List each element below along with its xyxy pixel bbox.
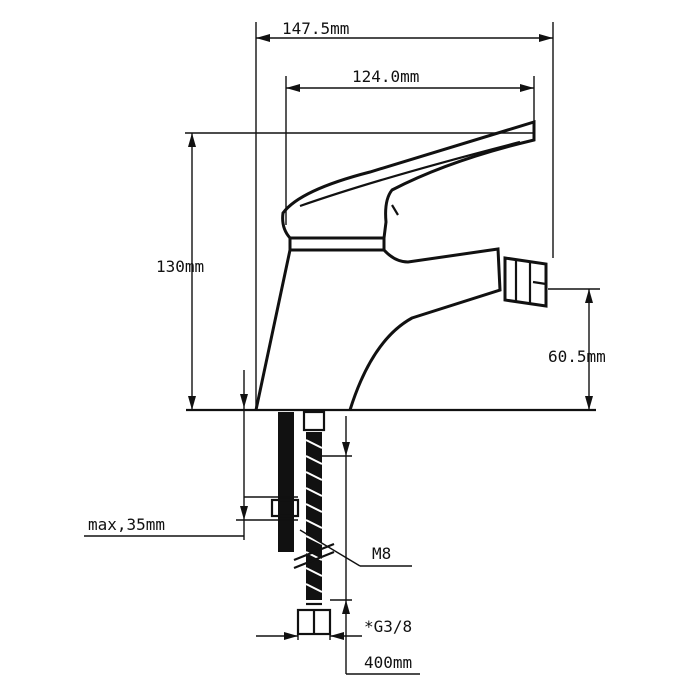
callout-m8: M8 [299, 529, 412, 567]
faucet-body [254, 119, 548, 411]
dim-overall-width: 147.5mm [255, 19, 554, 410]
mounting-nut [270, 498, 300, 518]
label-m8: M8 [372, 544, 391, 563]
mounting-assembly [270, 410, 335, 636]
dim-max-thickness: max,35mm [84, 370, 298, 540]
aerator [503, 256, 548, 308]
dim-g38: *G3/8 [256, 612, 412, 640]
label-outlet-height: 60.5mm [548, 347, 606, 366]
dim-hose-length: 400mm [322, 416, 420, 675]
flex-hose [293, 410, 335, 600]
dim-spout-reach: 124.0mm [285, 67, 535, 225]
label-overall-width: 147.5mm [282, 19, 349, 38]
label-spout-reach: 124.0mm [352, 67, 419, 86]
dim-outlet-height: 60.5mm [548, 288, 606, 410]
dim-height: 130mm [156, 132, 535, 410]
label-max-thickness: max,35mm [88, 515, 165, 534]
threaded-rod [278, 412, 294, 552]
label-height: 130mm [156, 257, 204, 276]
label-g38: *G3/8 [364, 617, 412, 636]
label-hose-length: 400mm [364, 653, 412, 672]
